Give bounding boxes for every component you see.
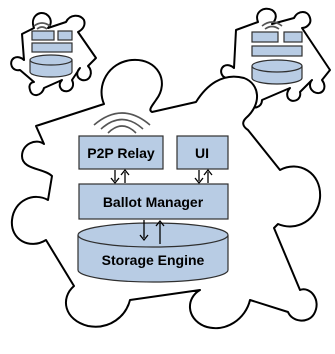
mini-ui-box	[283, 31, 303, 43]
ballot-manager-component: Ballot Manager	[78, 183, 229, 220]
mini-wifi-signal-icon	[261, 21, 283, 30]
mini-p2p-relay-box	[31, 30, 55, 41]
ui-box	[176, 135, 229, 170]
ballot-manager-label: Ballot Manager	[103, 194, 204, 210]
p2p-relay-component: P2P Relay	[78, 135, 164, 170]
p2p-ballot-arrows	[110, 168, 130, 185]
mini-ballot-manager-box	[251, 45, 303, 57]
wifi-signal-icon	[93, 112, 151, 134]
p2p-relay-box	[78, 135, 164, 170]
ballot-storage-arrows	[139, 219, 165, 244]
storage-engine-cylinder-body	[77, 235, 229, 283]
mini-storage-engine-cylinder	[29, 54, 73, 78]
ballot-manager-box	[78, 183, 229, 220]
mini-ballot-manager-box	[31, 42, 73, 53]
ui-component: UI	[176, 135, 229, 170]
ui-label: UI	[195, 145, 209, 161]
mini-puzzle-outline	[10, 12, 97, 96]
storage-engine-cylinder-top	[77, 222, 229, 248]
mini-wifi-signal-icon	[33, 22, 51, 30]
mini-ui-box	[57, 30, 73, 41]
mini-p2p-relay-box	[251, 31, 279, 43]
storage-engine-label: Storage Engine	[102, 252, 205, 268]
ui-ballot-arrows	[194, 168, 213, 185]
main-puzzle-piece: P2P Relay UI Ballot Manager	[10, 58, 322, 330]
mini-storage-engine-cylinder	[251, 59, 303, 85]
storage-engine-component: Storage Engine	[77, 222, 229, 283]
mini-puzzle-piece-top-left	[10, 12, 97, 96]
p2p-relay-label: P2P Relay	[87, 145, 155, 161]
